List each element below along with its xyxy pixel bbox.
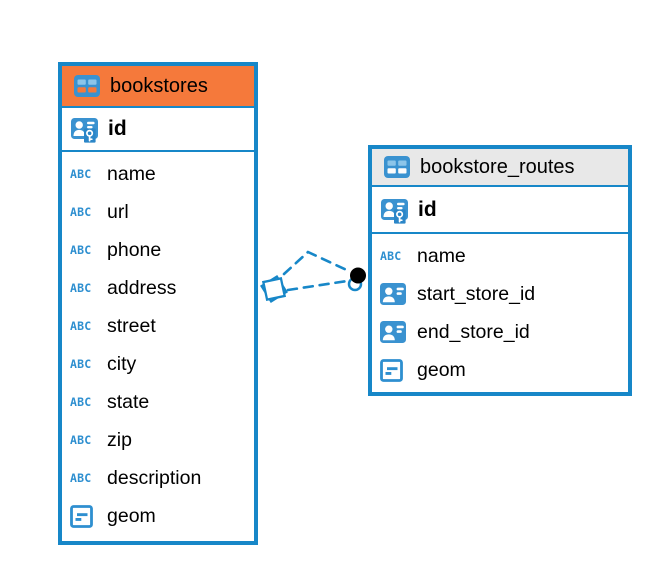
column-name: id: [418, 197, 437, 221]
column-name: geom: [417, 358, 466, 381]
column-name: end_store_id: [417, 320, 530, 343]
column-list: ABC name ABC url ABC phone ABC address A…: [62, 152, 254, 541]
column-row: end_store_id: [380, 313, 620, 351]
text-type-icon: ABC: [380, 249, 402, 263]
table-title: bookstore_routes: [420, 155, 575, 178]
column-row: ABC address: [70, 269, 246, 307]
table-node-bookstores[interactable]: bookstores id ABC name ABC url ABC phone: [58, 62, 258, 545]
text-type-icon: ABC: [70, 433, 92, 447]
column-name: city: [107, 352, 137, 375]
text-type-icon: ABC: [70, 243, 92, 257]
primary-key-row: id: [62, 108, 254, 152]
text-type-icon: ABC: [70, 281, 92, 295]
column-name: start_store_id: [417, 282, 536, 305]
column-name: phone: [107, 238, 162, 261]
table-icon: [74, 75, 100, 97]
column-row: geom: [380, 351, 620, 389]
table-header-bookstore-routes[interactable]: bookstore_routes: [372, 149, 628, 187]
primary-key-icon: [71, 118, 98, 143]
column-name: url: [107, 200, 129, 223]
table-icon: [384, 156, 410, 178]
text-type-icon: ABC: [70, 357, 92, 371]
column-row: start_store_id: [380, 275, 620, 313]
reference-type-icon: [380, 321, 406, 343]
column-row: ABC zip: [70, 421, 246, 459]
column-list: ABC name start_store_id end_store_id: [372, 234, 628, 392]
text-type-icon: ABC: [70, 319, 92, 333]
dot-marker: [347, 267, 366, 292]
table-title: bookstores: [110, 74, 208, 97]
primary-key-icon: [381, 198, 408, 224]
text-type-icon: ABC: [70, 471, 92, 485]
text-type-icon: ABC: [70, 205, 92, 219]
column-row: geom: [70, 497, 246, 535]
table-header-bookstores[interactable]: bookstores: [62, 66, 254, 108]
column-row: ABC city: [70, 345, 246, 383]
column-name: geom: [107, 504, 156, 527]
text-type-icon: ABC: [70, 395, 92, 409]
column-row: ABC state: [70, 383, 246, 421]
relationship-line-upper[interactable]: [282, 250, 353, 276]
text-type-icon: ABC: [70, 167, 92, 181]
column-name: street: [107, 314, 156, 337]
column-row: ABC street: [70, 307, 246, 345]
column-name: name: [417, 244, 466, 267]
diamond-marker: [260, 275, 288, 303]
column-row: ABC description: [70, 459, 246, 497]
relationship-lines[interactable]: [282, 250, 353, 292]
column-name: id: [108, 117, 127, 140]
column-name: zip: [107, 428, 132, 451]
column-name: state: [107, 390, 150, 413]
column-name: address: [107, 276, 177, 299]
column-row: ABC phone: [70, 231, 246, 269]
relationship-line-lower[interactable]: [286, 279, 349, 292]
column-row: ABC name: [70, 155, 246, 193]
geometry-type-icon: [380, 358, 403, 382]
column-name: description: [107, 466, 202, 489]
column-name: name: [107, 162, 156, 185]
reference-type-icon: [380, 283, 406, 305]
column-row: ABC name: [380, 237, 620, 275]
column-row: ABC url: [70, 193, 246, 231]
primary-key-row: id: [372, 187, 628, 234]
geometry-type-icon: [70, 504, 93, 528]
table-node-bookstore-routes[interactable]: bookstore_routes id ABC name: [368, 145, 632, 396]
